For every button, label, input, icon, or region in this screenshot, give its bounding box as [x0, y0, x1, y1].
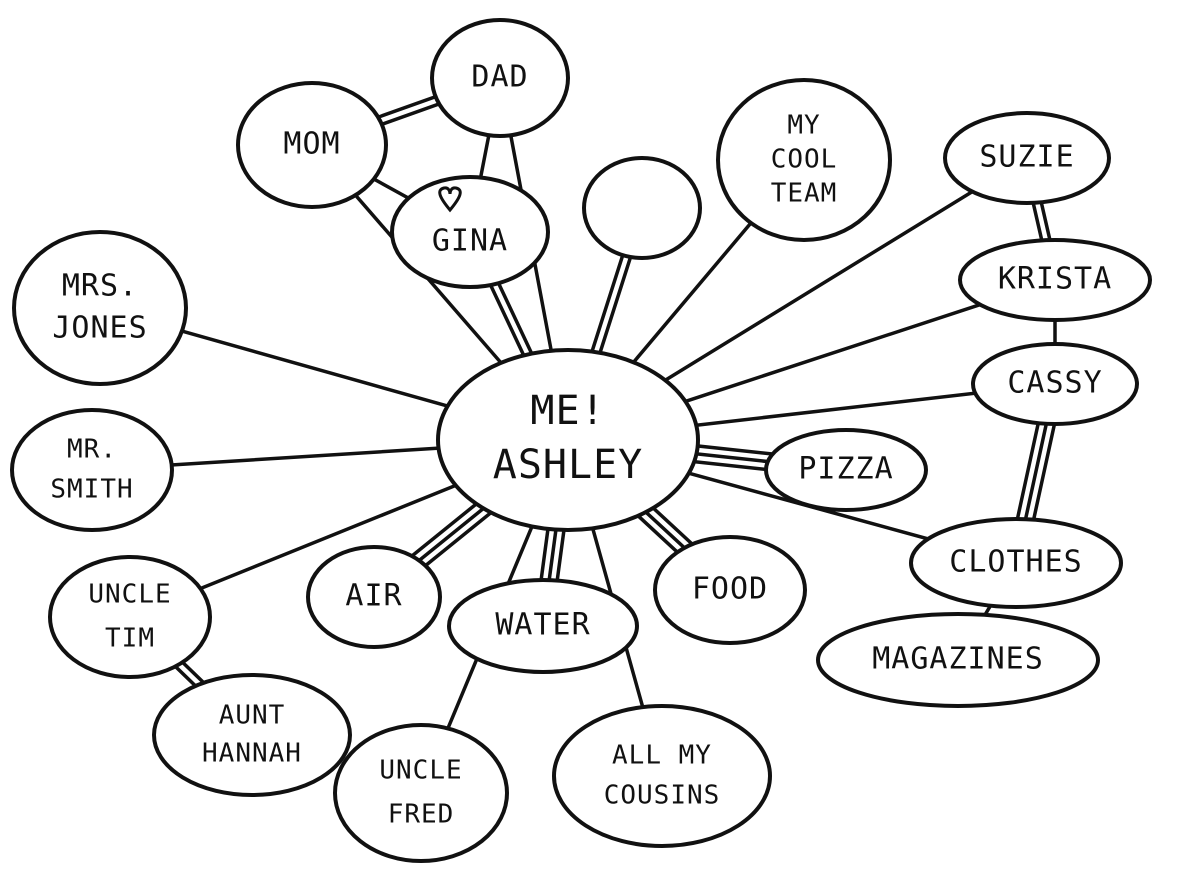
- node-bubble: [447, 578, 639, 674]
- node-krista: KRISTA: [958, 238, 1152, 322]
- node-suzie: SUZIE: [943, 111, 1111, 205]
- node-label: ALL MY: [612, 741, 712, 771]
- node-bubble: [764, 428, 928, 512]
- node-label: FRED: [388, 800, 455, 830]
- node-bubble: [436, 348, 700, 532]
- node-bubble: [716, 78, 892, 242]
- node-label: HANNAH: [202, 739, 302, 769]
- node-bubble: [10, 408, 174, 532]
- node-bubble: [943, 111, 1111, 205]
- node-label: UNCLE: [88, 580, 171, 610]
- node-bubble: [816, 612, 1100, 708]
- node-pizza: PIZZA: [764, 428, 928, 512]
- node-label: COOL: [771, 145, 838, 175]
- node-label: WATER: [495, 608, 590, 643]
- node-food: FOOD: [653, 535, 807, 645]
- node-water: WATER: [447, 578, 639, 674]
- node-label: SUZIE: [979, 140, 1074, 175]
- node-bubble: [12, 230, 188, 386]
- node-me: ME! ASHLEY: [436, 348, 700, 532]
- node-bubble: [653, 535, 807, 645]
- node-label: COUSINS: [604, 781, 721, 811]
- node-uncletim: UNCLE TIM: [48, 555, 212, 679]
- node-label: GINA: [432, 224, 508, 259]
- node-label: FOOD: [692, 572, 768, 607]
- node-label: MRS.: [62, 269, 138, 304]
- node-label: CLOTHES: [949, 545, 1082, 580]
- node-bubble: [552, 704, 772, 848]
- node-label: DAD: [471, 60, 528, 95]
- node-blank: [582, 156, 702, 260]
- node-label: MY: [787, 111, 820, 141]
- node-dad: DAD: [430, 18, 570, 138]
- node-label: TEAM: [771, 179, 838, 209]
- node-bubble: [909, 517, 1123, 609]
- node-label: CASSY: [1007, 366, 1102, 401]
- node-label: MAGAZINES: [872, 642, 1044, 677]
- nodes-layer: ME! ASHLEY MOM DAD GINA MY COOL TEAM SUZIE KRISTA…: [10, 18, 1152, 863]
- node-bubble: [152, 673, 352, 797]
- node-bubble: [582, 156, 702, 260]
- node-label: MOM: [283, 127, 340, 162]
- node-label: JONES: [52, 311, 147, 346]
- node-bubble: [236, 81, 388, 209]
- node-magazines: MAGAZINES: [816, 612, 1100, 708]
- node-label: MR.: [67, 435, 117, 465]
- node-bubble: [971, 342, 1139, 426]
- node-bubble: [430, 18, 570, 138]
- node-bubble: [306, 545, 442, 649]
- node-label: SMITH: [50, 475, 133, 505]
- node-gina: GINA: [390, 175, 550, 289]
- node-label: UNCLE: [379, 756, 462, 786]
- node-bubble: [390, 175, 550, 289]
- node-unclefred: UNCLE FRED: [333, 723, 509, 863]
- node-mrsmith: MR. SMITH: [10, 408, 174, 532]
- node-aunthannah: AUNT HANNAH: [152, 673, 352, 797]
- node-clothes: CLOTHES: [909, 517, 1123, 609]
- node-label: ASHLEY: [493, 442, 644, 488]
- node-bubble: [333, 723, 509, 863]
- node-label: PIZZA: [798, 452, 893, 487]
- node-mrsjones: MRS. JONES: [12, 230, 188, 386]
- node-label: AIR: [345, 579, 402, 614]
- node-team: MY COOL TEAM: [716, 78, 892, 242]
- node-cousins: ALL MY COUSINS: [552, 704, 772, 848]
- node-label: ME!: [530, 388, 605, 434]
- node-air: AIR: [306, 545, 442, 649]
- heart-icon: [438, 186, 462, 213]
- node-bubble: [48, 555, 212, 679]
- node-label: AUNT: [219, 701, 286, 731]
- node-label: KRISTA: [998, 262, 1112, 297]
- node-bubble: [958, 238, 1152, 322]
- node-cassy: CASSY: [971, 342, 1139, 426]
- node-label: TIM: [105, 624, 155, 654]
- node-mom: MOM: [236, 81, 388, 209]
